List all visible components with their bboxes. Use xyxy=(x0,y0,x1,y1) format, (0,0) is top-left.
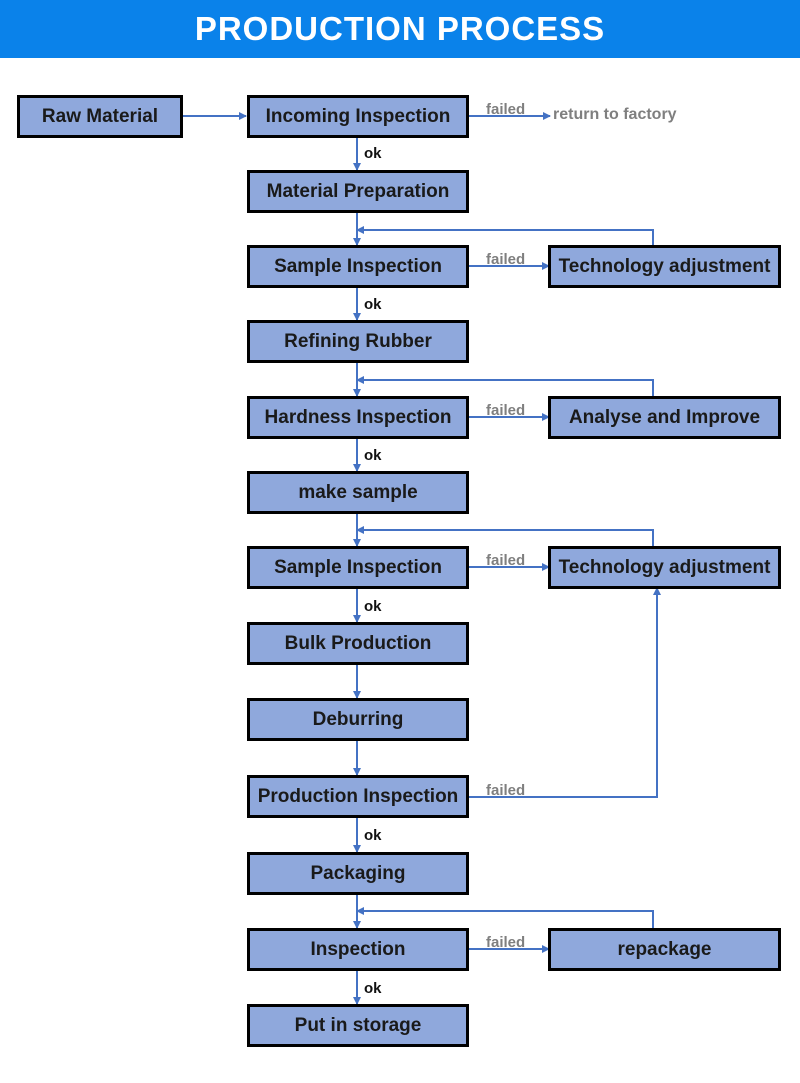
node-refining-rubber: Refining Rubber xyxy=(247,320,469,363)
node-packaging: Packaging xyxy=(247,852,469,895)
label-ok-hardness: ok xyxy=(364,447,382,464)
feedback-analyse xyxy=(356,376,654,396)
header-banner: PRODUCTION PROCESS xyxy=(0,0,800,58)
label-ok-production: ok xyxy=(364,827,382,844)
label-ok-inspection: ok xyxy=(364,980,382,997)
arrow-production-to-tech2 xyxy=(469,587,661,798)
label-failed-sample-2: failed xyxy=(486,552,526,569)
node-production-inspection: Production Inspection xyxy=(247,775,469,818)
node-hardness-inspection: Hardness Inspection xyxy=(247,396,469,439)
node-repackage: repackage xyxy=(548,928,781,971)
label-ok-sample-1: ok xyxy=(364,296,382,313)
node-incoming-inspection: Incoming Inspection xyxy=(247,95,469,138)
label-ok-incoming: ok xyxy=(364,145,382,162)
feedback-repackage xyxy=(356,907,654,928)
node-inspection: Inspection xyxy=(247,928,469,971)
node-sample-inspection-1: Sample Inspection xyxy=(247,245,469,288)
node-sample-inspection-2: Sample Inspection xyxy=(247,546,469,589)
node-technology-adjustment-1: Technology adjustment xyxy=(548,245,781,288)
node-put-in-storage: Put in storage xyxy=(247,1004,469,1047)
label-failed-sample-1: failed xyxy=(486,251,526,268)
node-deburring: Deburring xyxy=(247,698,469,741)
label-failed-hardness: failed xyxy=(486,402,526,419)
node-raw-material: Raw Material xyxy=(17,95,183,138)
label-ok-sample-2: ok xyxy=(364,598,382,615)
label-failed-inspection: failed xyxy=(486,934,526,951)
feedback-tech2 xyxy=(356,526,654,546)
node-make-sample: make sample xyxy=(247,471,469,514)
label-failed-production: failed xyxy=(486,782,526,799)
feedback-tech1 xyxy=(356,226,654,245)
node-analyse-and-improve: Analyse and Improve xyxy=(548,396,781,439)
page-title: PRODUCTION PROCESS xyxy=(194,10,606,47)
node-material-preparation: Material Preparation xyxy=(247,170,469,213)
node-technology-adjustment-2: Technology adjustment xyxy=(548,546,781,589)
node-bulk-production: Bulk Production xyxy=(247,622,469,665)
label-failed-incoming: failed xyxy=(486,101,526,118)
label-return-to-factory: return to factory xyxy=(553,106,677,123)
